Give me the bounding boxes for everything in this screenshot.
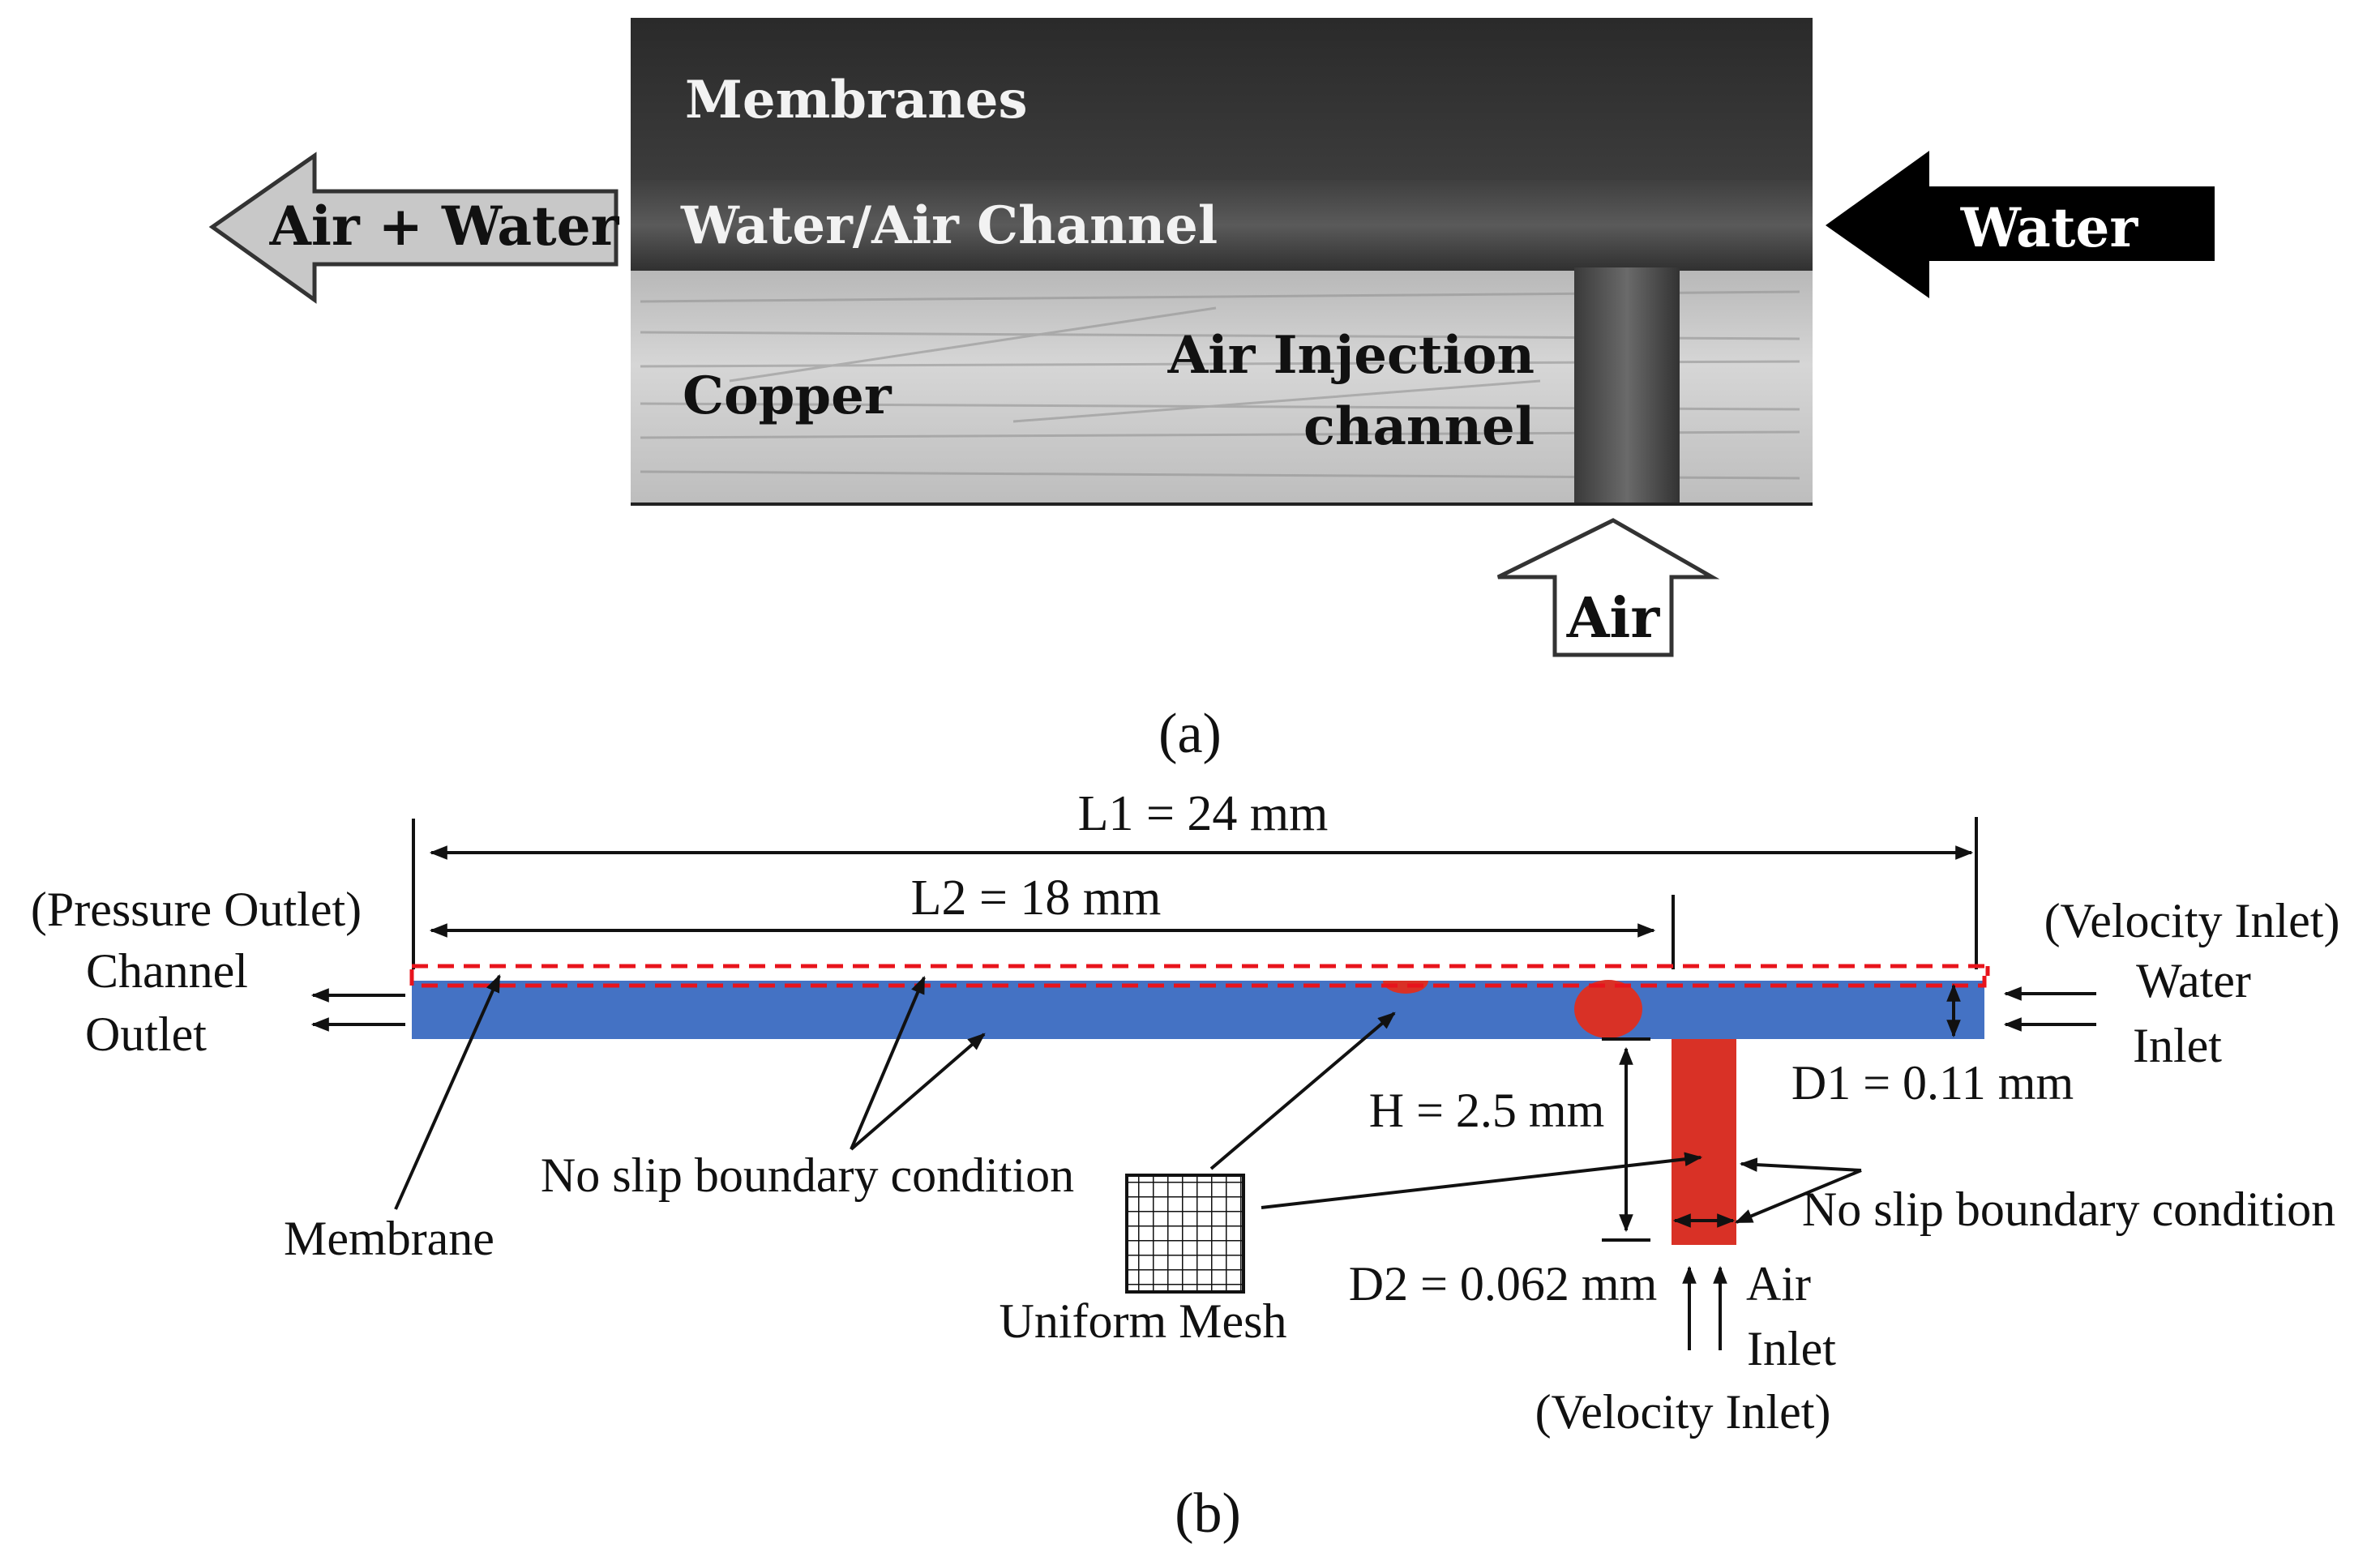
panel-a-label: (a) <box>1158 703 1222 765</box>
outlet-arrow: Air + Water <box>208 152 620 304</box>
no-slip-right-label: No slip boundary condition <box>1802 1183 2335 1236</box>
air-arrow-label: Air <box>1566 586 1661 651</box>
water-inlet-text-line2: Water <box>2136 954 2251 1007</box>
no-slip-left-label: No slip boundary condition <box>541 1148 1074 1202</box>
injection-label-line1: Air Injection <box>1167 325 1535 386</box>
channel-label: Water/Air Channel <box>680 195 1218 256</box>
no-slip-left-pointer-2 <box>850 1033 986 1151</box>
outlet-text-line2: Channel <box>86 944 248 998</box>
injection-label-line2: channel <box>1303 396 1535 457</box>
air-arrow: Air <box>1496 518 1720 657</box>
panel-b-label: (b) <box>1175 1482 1241 1545</box>
mesh-pointer-to-injection <box>1261 1152 1703 1209</box>
panel-a: Membranes Water/Air Channel Copper Air I… <box>208 18 2215 765</box>
membrane-label: Membrane <box>284 1212 494 1265</box>
membranes-band <box>631 18 1813 180</box>
outlet-text-line3: Outlet <box>85 1007 207 1061</box>
water-arrow: Water <box>1826 151 2215 298</box>
l1-label: L1 = 24 mm <box>1078 786 1329 841</box>
air-injection-channel <box>1672 1039 1736 1245</box>
panel-b: L1 = 24 mm L2 = 18 mm (Pressure Outlet) … <box>31 786 2340 1545</box>
water-arrow-shape <box>1826 151 2215 298</box>
membrane-pointer <box>394 973 501 1210</box>
uniform-mesh-label: Uniform Mesh <box>1000 1294 1287 1348</box>
air-inlet-text-line2: Inlet <box>1747 1322 1836 1375</box>
uniform-mesh-icon <box>1125 1174 1245 1294</box>
copper-label: Copper <box>683 366 892 426</box>
outlet-text-line1: (Pressure Outlet) <box>31 883 362 936</box>
membranes-label: Membranes <box>685 70 1028 130</box>
channel-band <box>631 180 1813 271</box>
mesh-pointer-to-bubble <box>1209 1011 1396 1170</box>
no-slip-left-pointer-1 <box>850 975 926 1150</box>
l2-label: L2 = 18 mm <box>911 870 1162 926</box>
air-inlet-text-line3: (Velocity Inlet) <box>1535 1385 1831 1439</box>
air-bubble-large <box>1574 980 1642 1038</box>
micrograph-photo: Membranes Water/Air Channel Copper Air I… <box>631 18 1813 506</box>
air-injection-slot <box>1574 267 1680 506</box>
h-label: H = 2.5 mm <box>1369 1084 1605 1137</box>
d1-label: D1 = 0.11 mm <box>1791 1056 2074 1110</box>
air-arrow-shape <box>1496 518 1720 657</box>
no-slip-right-pointer-1 <box>1739 1157 1862 1172</box>
water-air-channel <box>412 981 1984 1039</box>
water-inlet-text-line3: Inlet <box>2133 1019 2222 1072</box>
water-inlet-text-line1: (Velocity Inlet) <box>2044 894 2340 947</box>
water-arrow-label: Water <box>1960 196 2139 259</box>
outlet-arrow-label: Air + Water <box>269 195 620 258</box>
air-inlet-text-line1: Air <box>1746 1257 1811 1311</box>
membrane-dashed-boundary <box>409 964 1987 988</box>
d2-label: D2 = 0.062 mm <box>1349 1257 1658 1311</box>
no-slip-right-pointer-2 <box>1734 1169 1862 1224</box>
outlet-arrow-shape <box>208 152 619 304</box>
